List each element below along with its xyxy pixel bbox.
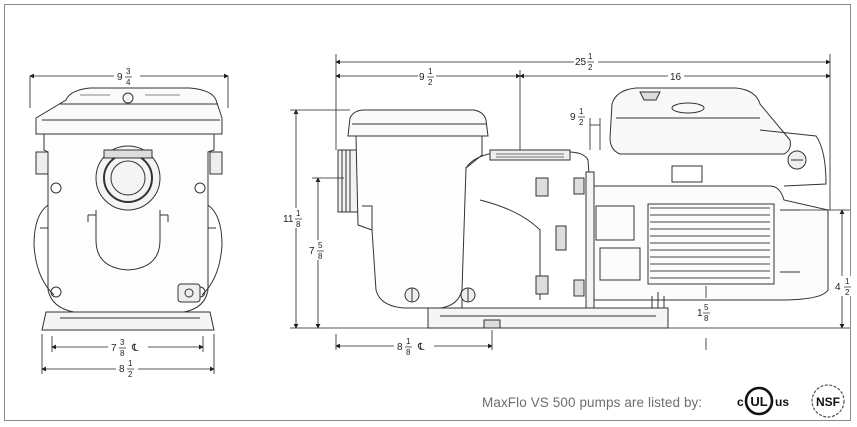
svg-text:1: 1 [588, 52, 593, 61]
svg-text:8: 8 [119, 364, 125, 375]
svg-text:11: 11 [283, 214, 294, 225]
front-base-width-label: 8 1 2 [116, 359, 138, 379]
svg-text:2: 2 [845, 288, 850, 297]
svg-text:1: 1 [579, 107, 584, 116]
svg-text:9: 9 [570, 112, 576, 123]
overall-length-label: 25 1 2 [574, 52, 598, 72]
svg-text:1: 1 [845, 277, 850, 286]
nsf-logo: NSF [811, 384, 845, 418]
motor-length-label: 16 [668, 70, 684, 83]
svg-text:3: 3 [120, 338, 125, 347]
svg-text:8: 8 [296, 220, 301, 229]
svg-text:7: 7 [309, 246, 315, 257]
ul-listed-logo: c UL us [737, 386, 789, 416]
front-width-label: 9 3 4 [114, 67, 140, 87]
svg-text:5: 5 [704, 303, 709, 312]
front-width-whole: 9 [117, 72, 123, 83]
front-width-den: 4 [126, 78, 131, 87]
svg-text:8: 8 [704, 314, 709, 323]
svg-text:2: 2 [579, 118, 584, 127]
front-view-pump [33, 87, 223, 331]
svg-text:2: 2 [128, 370, 133, 379]
outlet-height-label: 4 1 2 [834, 276, 854, 297]
ul-us-text: us [775, 395, 789, 409]
overall-height-label: 11 1 8 [282, 208, 304, 229]
svg-text:8: 8 [318, 252, 323, 261]
side-view-pump [337, 87, 829, 329]
svg-text:1: 1 [296, 209, 301, 218]
svg-text:9: 9 [419, 72, 425, 83]
base-height-label: 1 5 8 [694, 302, 714, 323]
inlet-to-motor-label: 9 1 2 [567, 106, 587, 127]
svg-text:25: 25 [575, 57, 587, 68]
svg-text:7: 7 [111, 343, 117, 354]
svg-text:1: 1 [406, 337, 411, 346]
svg-text:1: 1 [128, 359, 133, 368]
svg-text:8: 8 [120, 349, 125, 358]
svg-text:1: 1 [428, 67, 433, 76]
side-bolt-spacing-label: 8 1 8 ℄ [394, 337, 434, 357]
inlet-height-label: 7 5 8 [306, 240, 326, 261]
drawing-frame [4, 4, 851, 421]
svg-text:℄: ℄ [131, 343, 139, 354]
svg-text:2: 2 [588, 63, 593, 72]
certification-footer-text: MaxFlo VS 500 pumps are listed by: [482, 395, 703, 410]
front-bolt-spacing-label: 7 3 8 ℄ [108, 338, 148, 358]
ul-c-text: c [737, 395, 744, 409]
ul-main-text: UL [750, 394, 767, 409]
svg-text:1: 1 [697, 308, 703, 319]
nsf-text: NSF [816, 395, 840, 409]
svg-text:8: 8 [406, 348, 411, 357]
front-width-num: 3 [126, 67, 131, 76]
svg-text:16: 16 [670, 72, 682, 83]
svg-text:4: 4 [835, 282, 841, 293]
pot-length-label: 9 1 2 [418, 67, 436, 87]
svg-text:2: 2 [428, 78, 433, 87]
svg-text:5: 5 [318, 241, 323, 250]
svg-text:8: 8 [397, 342, 403, 353]
svg-text:℄: ℄ [417, 342, 425, 353]
